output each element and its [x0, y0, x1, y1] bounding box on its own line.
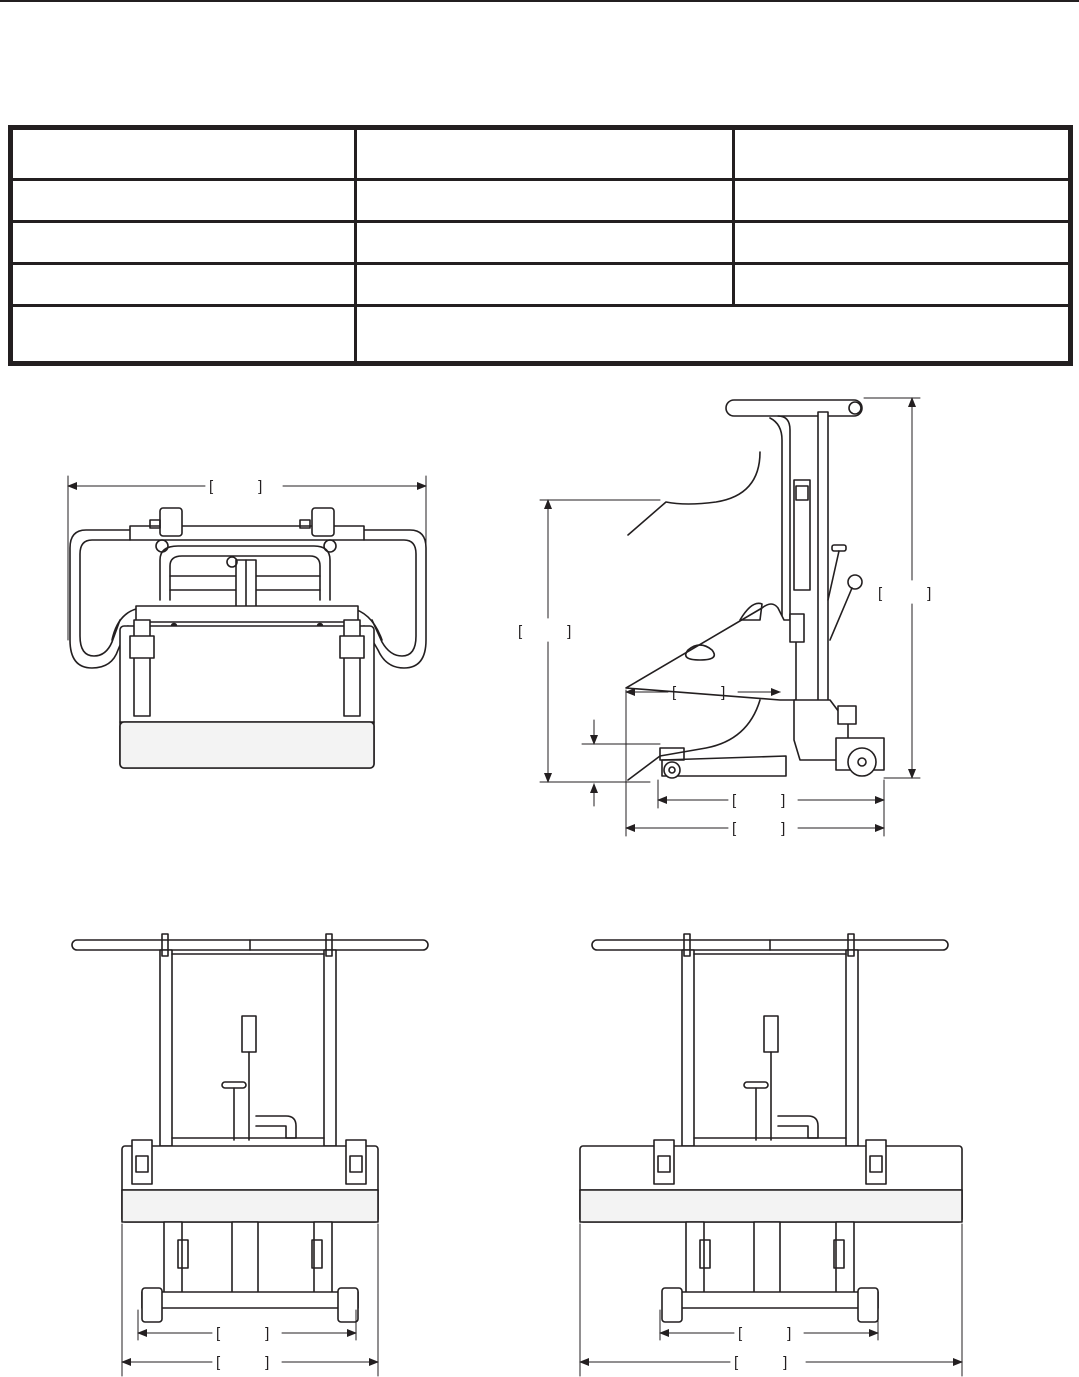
spec-cell	[9, 126, 357, 181]
dimension-marker: [ ]	[518, 623, 571, 640]
spec-table-header-row	[9, 126, 1072, 181]
spec-cell	[732, 220, 1072, 265]
spec-cell	[354, 178, 735, 223]
spec-cell	[732, 126, 1072, 181]
side-view: [ ] [ ] [ ] [ ] [ ]	[518, 397, 931, 837]
spec-table-row	[9, 178, 1072, 223]
dimension-marker: [ ]	[216, 1325, 269, 1342]
spec-cell	[732, 262, 1072, 307]
dimension-marker: [ ]	[672, 684, 725, 701]
top-rule	[0, 0, 1079, 2]
rear-view-left: [ ] [ ]	[71, 933, 429, 1377]
spec-table-row	[9, 262, 1072, 307]
spec-cell	[354, 220, 735, 265]
spec-cell-merged	[354, 304, 1072, 365]
spec-cell	[9, 178, 357, 223]
spec-cell	[354, 262, 735, 307]
top-view: [ ]	[67, 475, 427, 769]
dimension-marker: [ ]	[734, 1354, 787, 1371]
dimension-marker: [ ]	[216, 1354, 269, 1371]
spec-table	[8, 125, 1073, 366]
spec-cell	[9, 304, 357, 365]
dimension-marker: [ ]	[878, 585, 931, 602]
spec-cell	[9, 262, 357, 307]
spec-cell	[9, 220, 357, 265]
rear-view-right: [ ] [ ]	[579, 933, 963, 1377]
spec-cell	[732, 178, 1072, 223]
spec-table-row	[9, 304, 1072, 365]
dimension-marker: [ ]	[732, 820, 785, 837]
dimension-marker: [ ]	[738, 1325, 791, 1342]
spec-table-row	[9, 220, 1072, 265]
spec-cell	[354, 126, 735, 181]
dimension-marker: [ ]	[209, 478, 262, 495]
dimension-marker: [ ]	[732, 792, 785, 809]
